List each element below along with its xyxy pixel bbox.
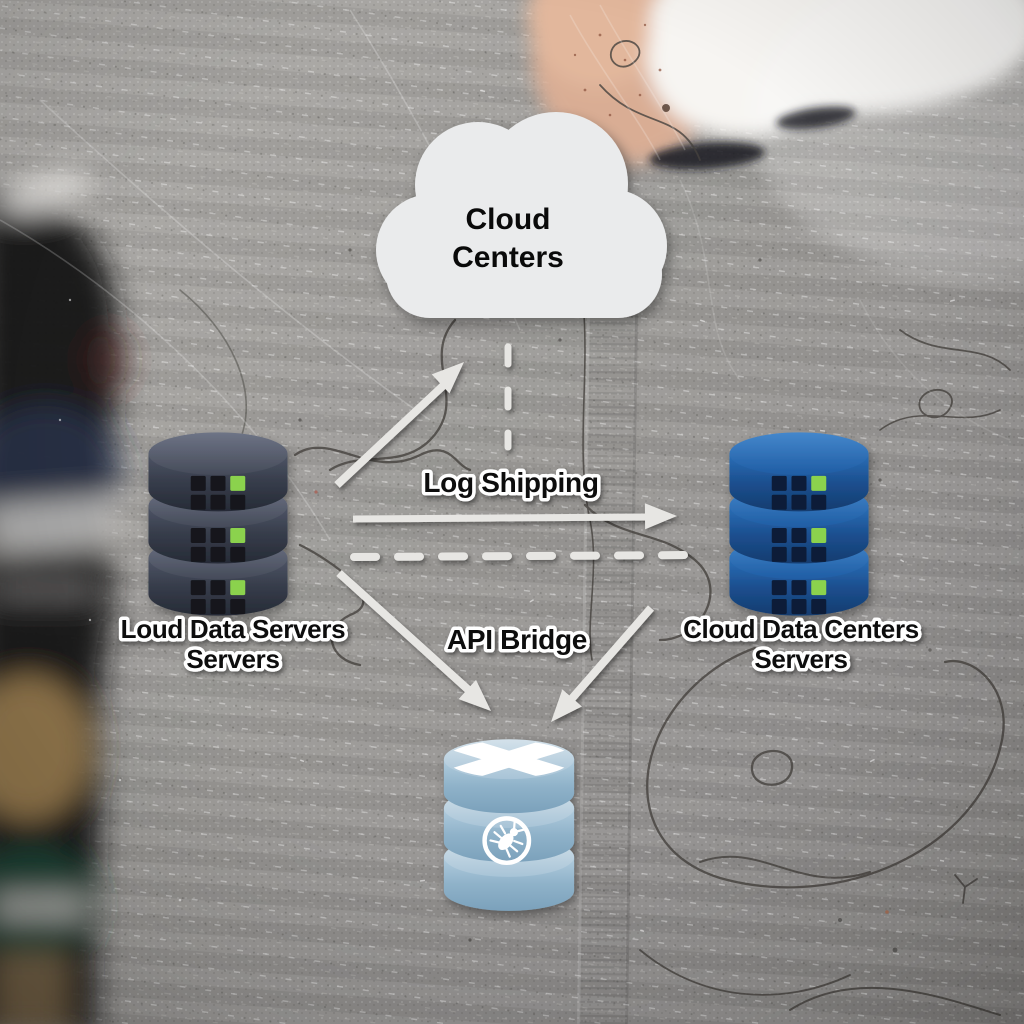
led-indicator [811,527,827,543]
api-bridge-label: API Bridge [447,624,587,655]
blue-disc-top [729,432,869,512]
connection-arrows [334,343,698,722]
log-shipping-label: Log Shipping [423,467,598,498]
right-database-icon [729,432,869,616]
dark-disc-top [148,432,288,512]
arrow-log-shipping [352,503,677,530]
left-server-label-line2: Servers [186,644,279,674]
cloud-label-line1: Cloud [466,203,551,236]
bottom-database-icon [443,739,575,911]
cloud-label-line2: Centers [452,241,564,274]
right-server-label-line2: Servers [754,644,847,674]
led-indicator [230,580,246,596]
bug-icon [482,816,532,866]
left-database-icon [148,432,288,616]
arrow-left-server-to-cloud [334,362,464,488]
right-server-label-line1: Cloud Data Centers [683,614,919,644]
dashed-line-api-bridge [350,551,698,561]
left-server-label-line1: Loud Data Servers [121,614,346,644]
led-indicator [230,527,246,543]
x-pattern-icon [448,740,570,778]
led-indicator [230,475,246,491]
light-disc-top [443,739,575,814]
arrow-right-server-to-bottom-db [551,605,655,722]
cloud-node [376,112,667,318]
led-indicator [811,475,827,491]
led-indicator [811,580,827,596]
arrow-left-server-to-bottom-db [336,570,491,711]
